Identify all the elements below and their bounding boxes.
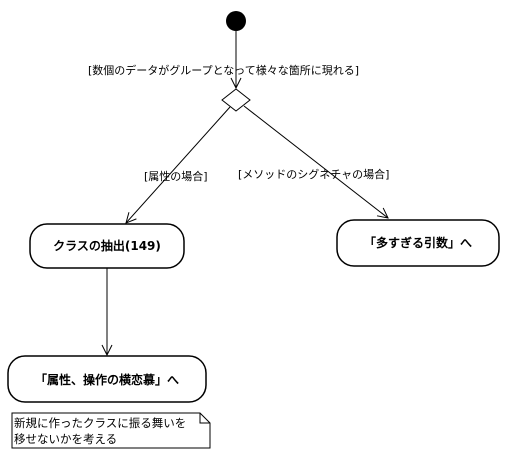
flow-decision-to-too-many-args: [243, 105, 388, 218]
note-line-1: 新規に作ったクラスに振る舞いを: [14, 416, 186, 430]
flow-decision-to-extract-class: [126, 106, 231, 223]
action-attribute-feature-envy: [7, 355, 207, 403]
guard-attribute-label: [属性の場合]: [144, 169, 208, 183]
action-too-many-args: [336, 219, 500, 267]
decision-node: [221, 88, 251, 112]
guard-method-signature-label: [メソッドのシグネチャの場合]: [238, 167, 389, 181]
action-too-many-args-label: 「多すぎる引数」へ: [364, 235, 472, 250]
note-box: [11, 412, 211, 449]
initial-node: [226, 11, 246, 31]
decision-guard-label: [数個のデータがグループとなって様々な箇所に現れる]: [88, 63, 359, 77]
action-attribute-feature-envy-label: 「属性、操作の横恋慕」へ: [35, 372, 179, 387]
note-fold: [199, 413, 210, 424]
action-extract-class-label: クラスの抽出(149): [53, 238, 161, 253]
note-line-2: 移せないかを考える: [14, 432, 117, 446]
